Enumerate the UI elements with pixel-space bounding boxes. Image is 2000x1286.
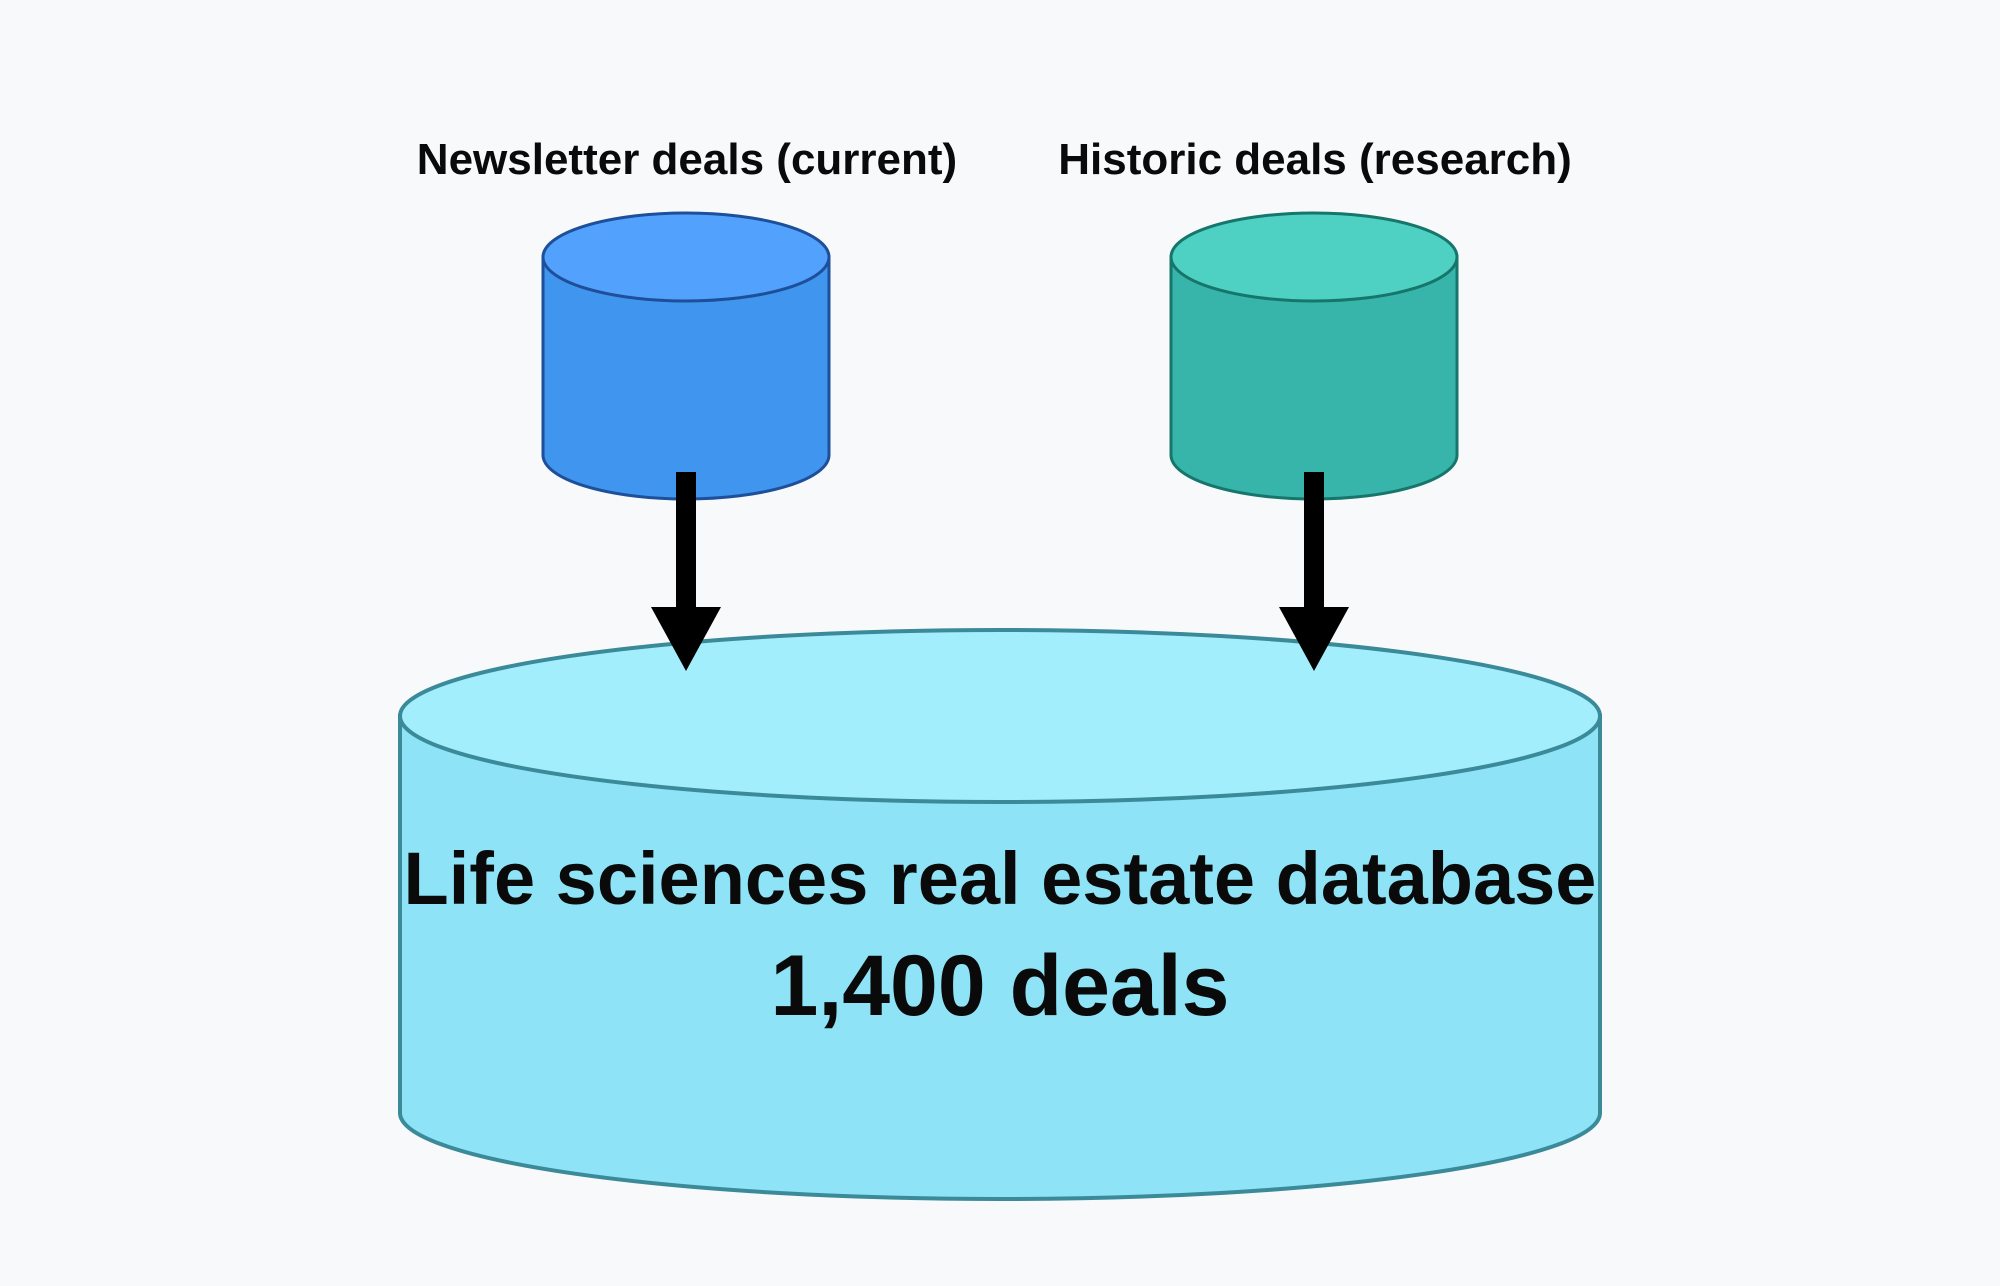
arrow-historic-to-database [1279,472,1349,671]
arrow-newsletter-to-database [651,472,721,671]
deal-count: 1,400 deals [770,938,1229,1034]
historic-database-icon [1169,211,1459,501]
database-title: Life sciences real estate database [404,837,1597,920]
source-label-newsletter: Newsletter deals (current) [417,135,957,184]
source-label-historic: Historic deals (research) [1058,135,1572,184]
newsletter-database-icon [541,211,831,501]
life-sciences-database-icon [398,628,1602,1201]
